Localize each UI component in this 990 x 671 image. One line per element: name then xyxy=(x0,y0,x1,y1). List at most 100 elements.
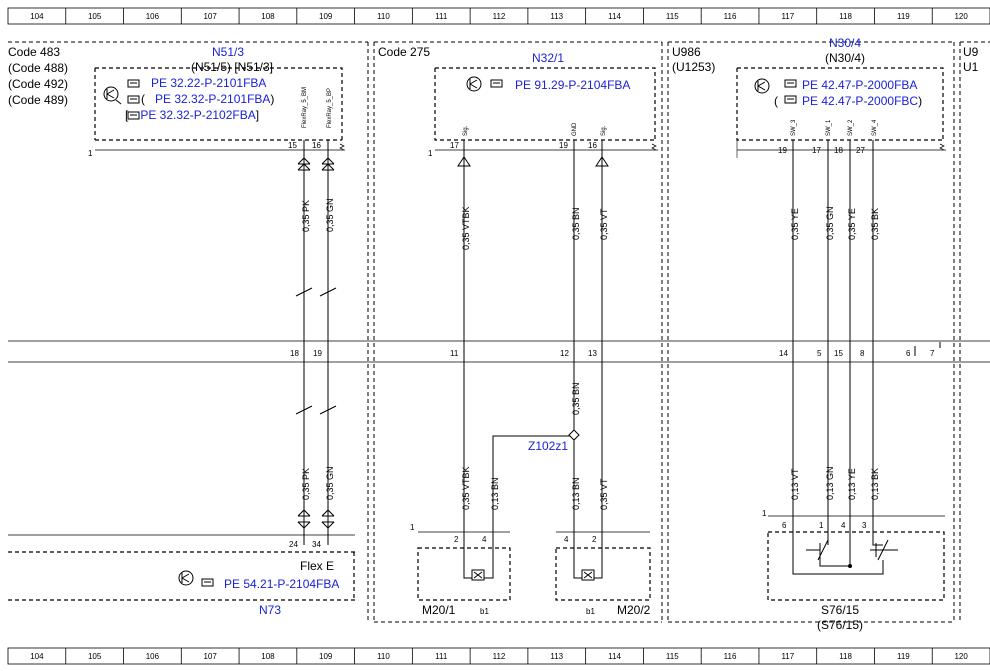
code-label: U9 xyxy=(963,45,979,59)
pin-number: 4 xyxy=(841,521,846,530)
pin-name: Sig. xyxy=(601,125,607,136)
hand-pointer-icon xyxy=(784,79,797,88)
wire-label: 0,35 YE xyxy=(790,208,800,240)
wire-label: 0,35 BK xyxy=(870,208,880,240)
splice-label: Z102z1 xyxy=(528,439,568,453)
pin-name: SW_3 xyxy=(791,119,797,136)
code-label: (Code 488) xyxy=(8,61,68,75)
ruler-column-label: 112 xyxy=(493,12,506,21)
code-label: (Code 492) xyxy=(8,77,68,91)
ruler-column-label: 107 xyxy=(203,652,217,661)
wire-label: 0,13 GN xyxy=(825,466,835,500)
pin-name: FlexRay_5_BM xyxy=(302,87,308,128)
ruler-column-label: 116 xyxy=(724,12,737,21)
block-index: 1 xyxy=(410,523,415,532)
ruler-column-label: 111 xyxy=(435,12,448,21)
transistor-icon xyxy=(466,76,482,92)
pin-number: 6 xyxy=(782,521,787,530)
pin-number: 2 xyxy=(454,535,459,544)
pe-reference-link[interactable]: PE 32.22-P-2101FBA xyxy=(151,76,266,90)
pin-number: 4 xyxy=(482,535,487,544)
hand-pointer-icon xyxy=(127,111,140,120)
ruler-column-label: 109 xyxy=(319,12,333,21)
splice-icon xyxy=(568,429,580,441)
pe-reference-link[interactable]: (PE 32.32-P-2101FBA) xyxy=(141,92,274,106)
motor-m20-2: 4 2 b1 M20/2 xyxy=(555,531,651,617)
ruler-column-label: 120 xyxy=(954,652,968,661)
wire-label: 0,13 YE xyxy=(847,468,857,500)
zigzag-icon xyxy=(939,143,945,151)
wire-label: 0,13 BN xyxy=(571,477,581,510)
code-label: (U1253) xyxy=(672,60,715,74)
wire-label: 0,13 VT xyxy=(790,468,800,500)
section-edge: U9 U1 xyxy=(963,45,979,74)
wire-label: 0,35 YE xyxy=(847,208,857,240)
ruler-column-label: 120 xyxy=(954,12,968,21)
pe-reference-link[interactable]: PE 54.21-P-2104FBA xyxy=(224,577,339,591)
connector-pin: 14 xyxy=(779,349,788,358)
ruler-column-label: 112 xyxy=(493,652,506,661)
motor-m20-1: 1 2 4 M20/1 b1 xyxy=(410,523,511,617)
connector-pin: 18 xyxy=(290,349,299,358)
ruler-column-label: 119 xyxy=(897,12,910,21)
zigzag-icon xyxy=(339,143,345,151)
connector-pin: 6 xyxy=(906,349,911,358)
wire-label: 0,13 BN xyxy=(490,477,500,510)
pin-number: 3 xyxy=(862,521,867,530)
code-label: Code 275 xyxy=(378,45,430,59)
hand-pointer-icon xyxy=(490,79,503,88)
pin-number: 17 xyxy=(450,141,459,150)
ruler-column-label: 110 xyxy=(377,652,390,661)
pe-reference-link[interactable]: (PE 42.47-P-2000FBC) xyxy=(774,94,922,108)
ruler-column-label: 109 xyxy=(319,652,333,661)
ruler-frame xyxy=(7,7,990,25)
code-label: U986 xyxy=(672,45,701,59)
ruler-column-label: 113 xyxy=(550,652,563,661)
pin-number: 19 xyxy=(559,141,568,150)
connector-pin: 8 xyxy=(860,349,865,358)
motor-name: M20/1 xyxy=(422,603,456,617)
wires xyxy=(792,140,941,535)
signal-arrow-icon xyxy=(457,156,609,167)
pe-reference-link[interactable]: PE 91.29-P-2104FBA xyxy=(515,78,630,92)
connector-pin: 12 xyxy=(560,349,569,358)
ruler-column-label: 115 xyxy=(666,652,679,661)
motor-name: M20/2 xyxy=(617,603,651,617)
connector-pin: 7 xyxy=(930,349,935,358)
code-label: U1 xyxy=(963,60,979,74)
ruler-frame xyxy=(7,647,990,665)
wire-label: 0,35 VT xyxy=(599,478,609,510)
pin-name: Sig. xyxy=(463,125,469,136)
pin-number: 19 xyxy=(778,146,787,155)
transistor-icon xyxy=(178,570,194,586)
pin-number: 16 xyxy=(312,141,321,150)
wire-label: 0,35 GN xyxy=(325,198,335,232)
hand-pointer-icon xyxy=(127,95,140,104)
connector-pin: 19 xyxy=(313,349,322,358)
ruler-column-label: 113 xyxy=(550,12,563,21)
connector-pin: 11 xyxy=(450,349,459,358)
pin-number: 34 xyxy=(312,540,321,549)
hand-pointer-icon xyxy=(784,95,797,104)
ruler-column-label: 115 xyxy=(666,12,679,21)
switch-s76-15: 1 6 1 4 3 S76/15 (S76/15) xyxy=(762,509,945,632)
pin-number: 18 xyxy=(834,146,843,155)
switch-alt: (S76/15) xyxy=(817,618,863,632)
wire-label: 0,35 BN xyxy=(571,382,581,415)
ruler-column-label: 111 xyxy=(435,652,448,661)
pin-name: SW_2 xyxy=(848,119,854,136)
pe-reference-link[interactable]: [PE 32.32-P-2102FBA] xyxy=(125,108,259,122)
ruler-column-label: 114 xyxy=(608,652,621,661)
ruler-column-label: 118 xyxy=(839,12,852,21)
wire-label: 0,35 VT xyxy=(599,208,609,240)
hand-pointer-icon xyxy=(127,79,140,88)
bottom-label: Flex E xyxy=(300,559,334,573)
wires xyxy=(295,140,337,545)
code-label: Code 483 xyxy=(8,45,60,59)
module-name: N73 xyxy=(259,603,281,617)
pe-reference-link[interactable]: PE 42.47-P-2000FBA xyxy=(802,78,917,92)
pin-number: 15 xyxy=(288,141,297,150)
section-right: U986 (U1253) N30/4 (N30/4) PE 42.47-P-20… xyxy=(672,36,946,632)
